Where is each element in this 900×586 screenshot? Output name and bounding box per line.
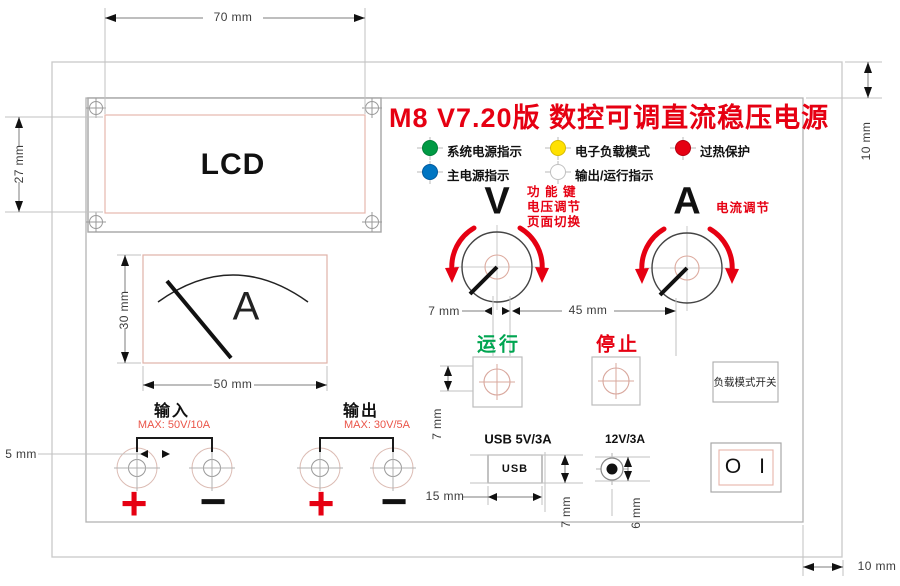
lcd-label: LCD (200, 148, 266, 181)
terminal-posts (114, 437, 416, 491)
load-mode-led (550, 140, 566, 156)
output-label: 输出 (342, 403, 380, 420)
main-power-led (422, 164, 438, 180)
voltage-knob-note-page: 页面切换 (527, 215, 582, 229)
meter-label: A (232, 284, 260, 329)
dim-dc-height: 6 mm (629, 497, 643, 529)
dc-jack[interactable] (596, 453, 628, 485)
screw-hole-icon (86, 98, 382, 232)
load-mode-switch[interactable] (712, 361, 779, 403)
dim-terminal-hole: 5 mm (5, 447, 37, 461)
lcd-screen (87, 97, 382, 233)
output-minus-symbol: − (380, 475, 408, 527)
dim-usb-width: 15 mm (425, 489, 465, 503)
usb-port-label: USB (501, 463, 529, 475)
power-switch[interactable] (710, 442, 782, 493)
enclosure-outline (51, 61, 843, 558)
output-pair-bracket (319, 437, 394, 452)
usb-port-title: USB 5V/3A (484, 431, 552, 447)
stop-button[interactable] (591, 356, 641, 406)
voltage-knob[interactable] (455, 225, 540, 310)
stop-button-label: 停止 (595, 334, 641, 356)
page-title: M8 V7.20版 数控可调直流稳压电源 (389, 103, 830, 133)
dc-jack-title: 12V/3A (604, 432, 646, 446)
legend-label-main-power: 主电源指示 (447, 169, 510, 183)
input-pair-bracket (136, 437, 213, 452)
input-plus-symbol: + (120, 477, 148, 529)
power-on-glyph: I (759, 455, 765, 478)
current-knob-rotation-arrows-icon (635, 226, 739, 284)
legend-indicators (417, 137, 696, 184)
dim-run-button-height: 7 mm (430, 408, 444, 440)
legend-label-load-mode: 电子负载模式 (575, 145, 651, 159)
voltage-knob-note-voltage: 电压调节 (527, 200, 582, 214)
current-knob-label: A (673, 180, 701, 223)
input-max-rating: MAX: 50V/10A (137, 419, 211, 431)
dim-margin-bottom-right: 10 mm (857, 559, 897, 573)
voltage-knob-rotation-arrows-icon (445, 225, 549, 283)
power-off-glyph: O (724, 455, 742, 478)
input-label: 输入 (153, 403, 191, 420)
dim-usb-height: 7 mm (559, 496, 573, 528)
load-mode-switch-label: 负载模式开关 (713, 377, 777, 389)
dim-knob-spacing: 45 mm (568, 303, 608, 317)
output-plus-symbol: + (307, 477, 335, 529)
usb-port[interactable] (487, 454, 543, 484)
overheat-led (675, 140, 691, 156)
input-minus-symbol: − (199, 475, 227, 527)
dim-margin-top-right: 10 mm (859, 121, 873, 161)
dim-meter-height: 30 mm (117, 290, 131, 330)
voltage-knob-note-function: 功 能 键 (527, 185, 577, 199)
legend-label-system-power: 系统电源指示 (447, 145, 523, 159)
dim-knob-shaft: 7 mm (428, 304, 460, 318)
dim-lcd-height: 27 mm (12, 144, 26, 184)
dim-meter-width: 50 mm (213, 377, 253, 391)
system-power-led (422, 140, 438, 156)
analog-meter (142, 254, 328, 364)
output-run-led (550, 164, 566, 180)
run-button[interactable] (472, 356, 523, 408)
output-max-rating: MAX: 30V/5A (343, 419, 411, 431)
voltage-knob-label: V (484, 180, 510, 223)
current-knob-note: 电流调节 (716, 201, 771, 215)
dim-lcd-width: 70 mm (213, 10, 253, 24)
run-button-label: 运行 (476, 334, 522, 356)
legend-label-output-run: 输出/运行指示 (575, 169, 654, 183)
legend-label-overheat: 过热保护 (700, 145, 751, 159)
dimension-annotations (5, 8, 882, 576)
current-knob[interactable] (645, 226, 730, 311)
